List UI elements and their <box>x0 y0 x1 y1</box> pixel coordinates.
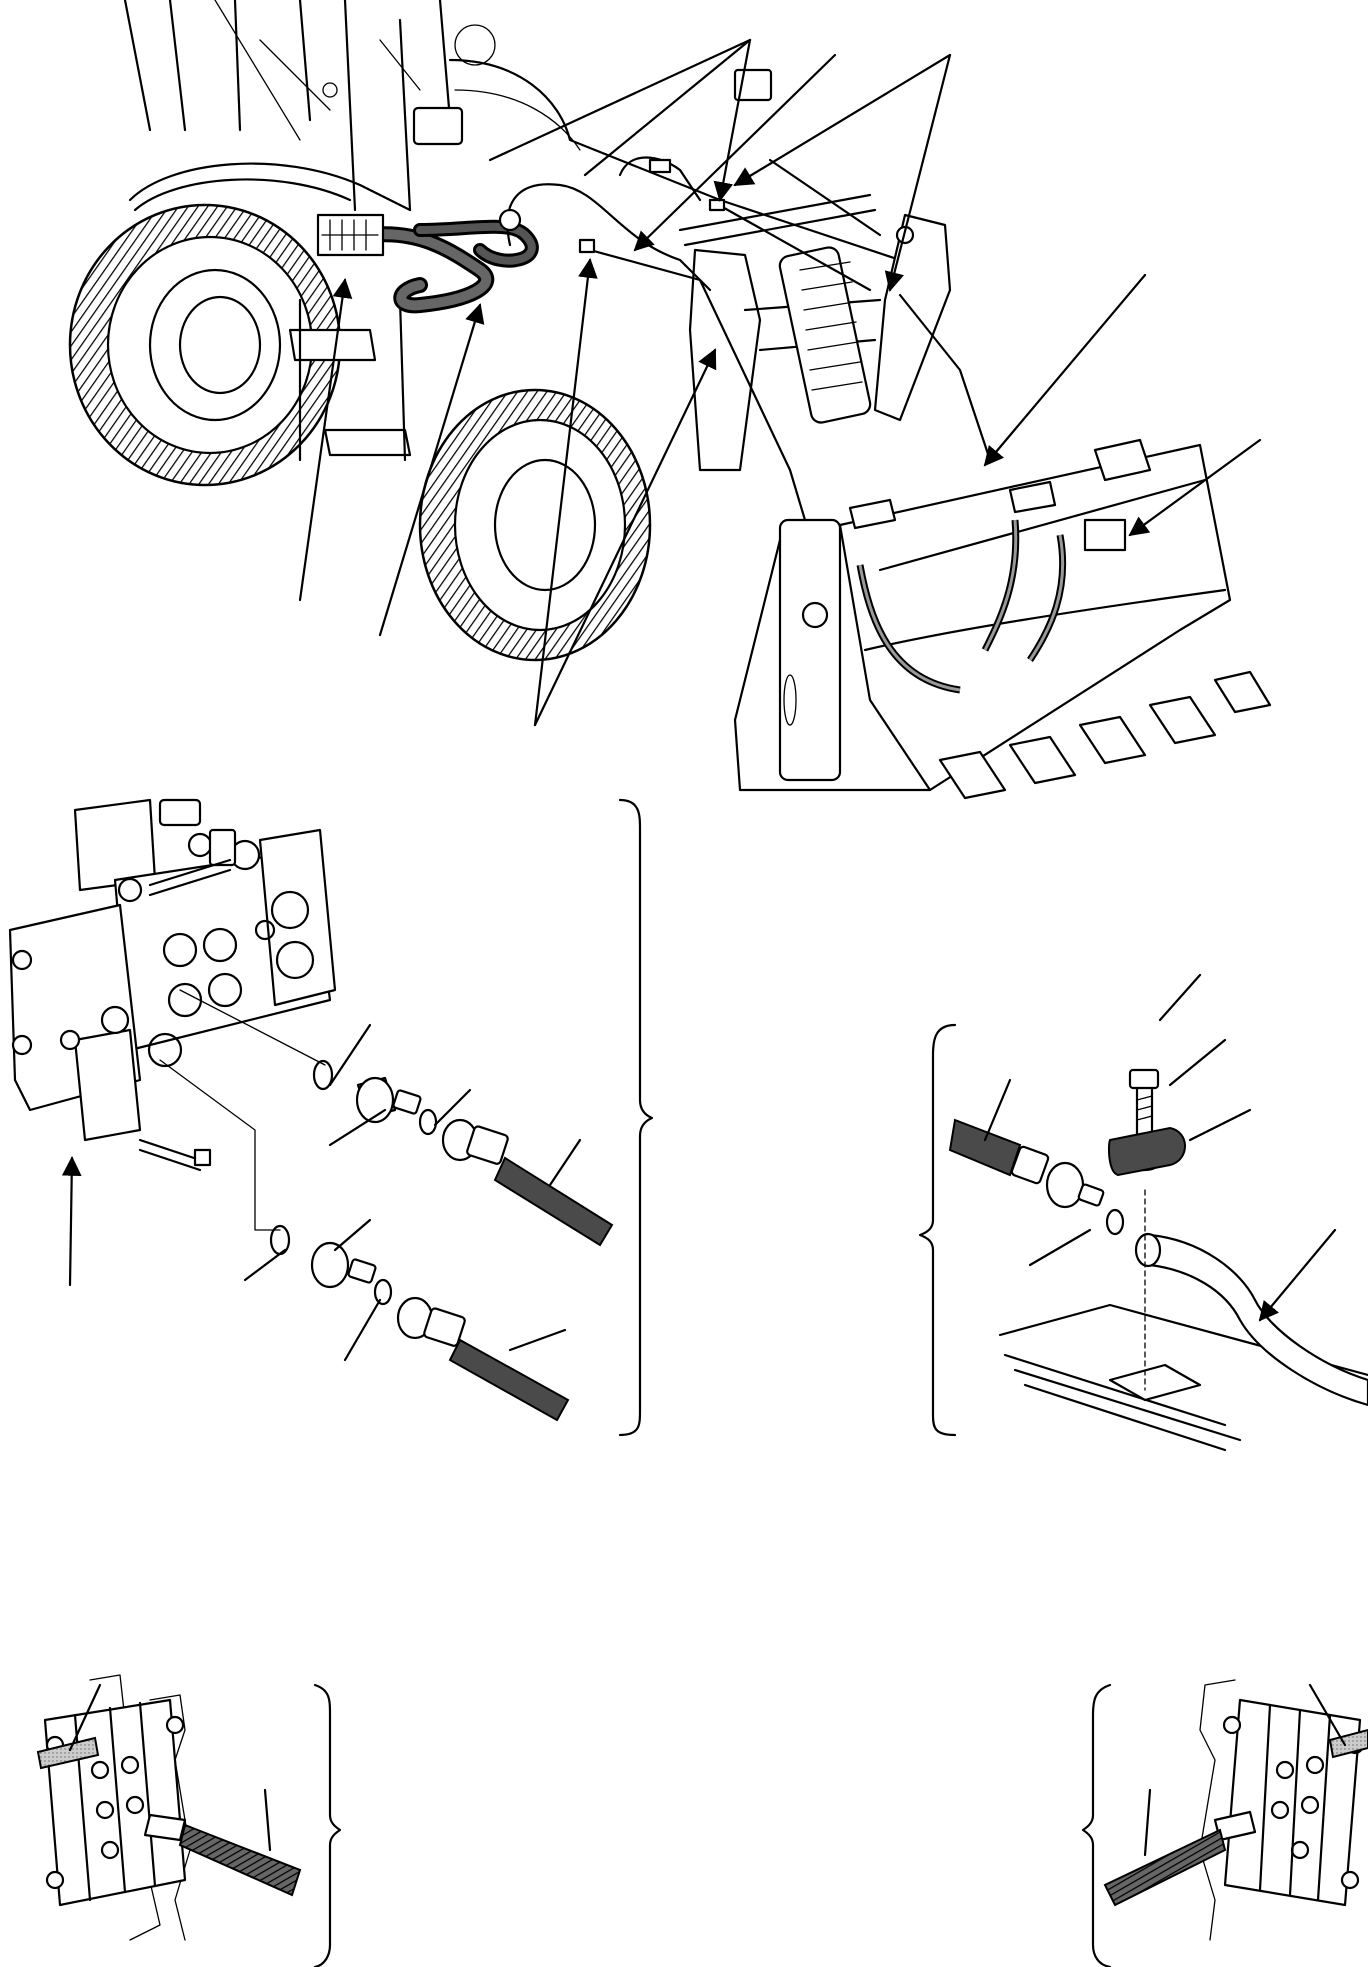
loader-overview-view <box>68 0 1272 800</box>
bulkhead-right-view <box>1081 1679 1368 1967</box>
access-steps <box>288 298 412 462</box>
brace-clamp <box>918 1023 957 1437</box>
fitting-chain-upper <box>312 1059 614 1247</box>
rear-fender <box>128 162 412 212</box>
mirror-lamp-left <box>412 106 464 146</box>
rear-wheel <box>68 203 342 487</box>
control-valve-block <box>8 798 337 1172</box>
brace-bulkhead-right <box>1081 1683 1112 1967</box>
bucket-teeth <box>938 670 1272 800</box>
brace-bulkhead-left <box>313 1683 342 1967</box>
clamp-hose-assembly <box>948 1118 1125 1236</box>
wiring-harness <box>316 156 1127 694</box>
clamp-hardware <box>1108 1068 1186 1391</box>
callout-leaders-clamp <box>983 973 1337 1322</box>
brace-valve <box>618 798 654 1437</box>
front-wheel <box>418 388 652 662</box>
fitting-chain-lower <box>269 1224 570 1422</box>
bucket-junction-box <box>1083 518 1127 552</box>
cab-frame <box>123 0 902 262</box>
callout-leaders-valve <box>61 1023 582 1362</box>
loader-boom <box>678 158 952 472</box>
hose-clamp-view <box>918 973 1368 1452</box>
callout-arrows-overview <box>298 38 1262 727</box>
control-valve-view <box>8 798 654 1437</box>
bulkhead-left-view <box>36 1674 342 1967</box>
clamp-base-plate <box>1108 1363 1202 1402</box>
